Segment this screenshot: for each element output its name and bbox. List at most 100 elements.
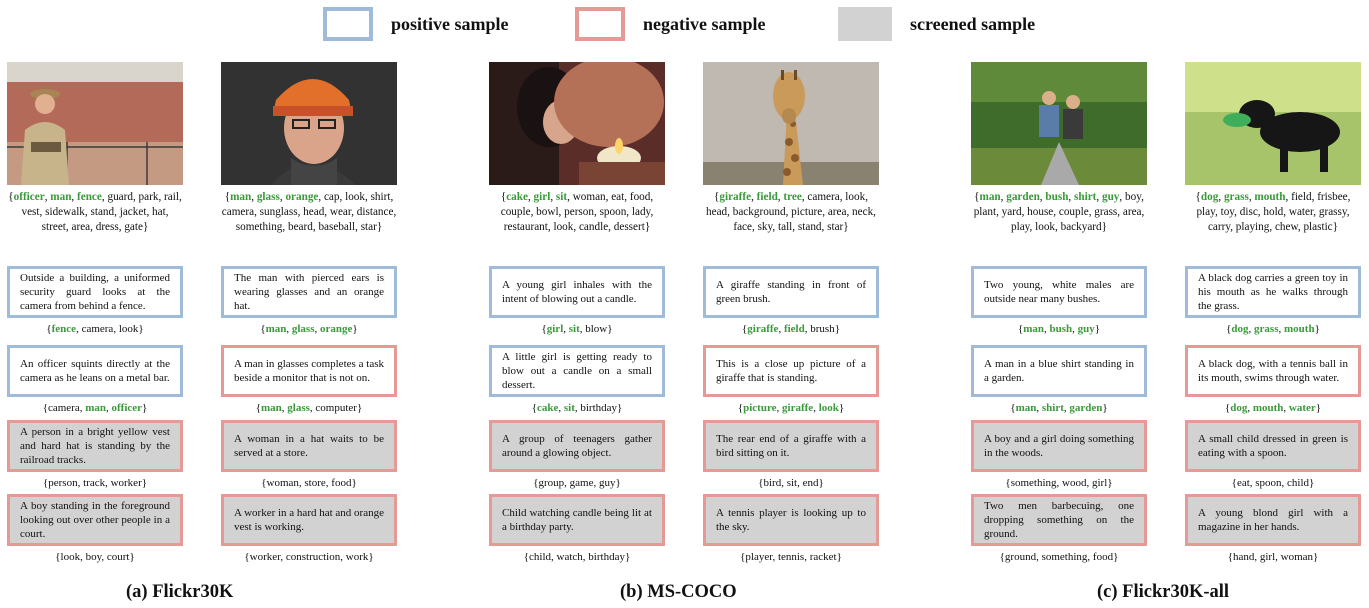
keyword: shirt: [370, 191, 391, 203]
keyword: bowl: [536, 206, 559, 218]
keyword: cake: [536, 402, 559, 414]
keyword: officer: [111, 402, 143, 414]
keyword: camera: [807, 191, 840, 203]
keyword: something: [1041, 551, 1088, 563]
positive-caption: A man in a blue shirt standing in a gard…: [971, 345, 1147, 397]
caption-card: A person in a bright yellow vest and har…: [7, 420, 183, 489]
caption-text: A man in a blue shirt standing in a gard…: [984, 358, 1134, 384]
keyword: look: [845, 191, 866, 203]
keyword: guy: [1101, 191, 1120, 203]
caption-keywords: {man, glass, computer}: [255, 402, 363, 414]
subfigure-label-b: (b) MS-COCO: [620, 582, 737, 602]
keyword: sit: [786, 477, 798, 489]
keyword: woman: [266, 477, 299, 489]
column-4: {giraffe, field, tree, camera, look, hea…: [703, 62, 879, 260]
keyword: look: [553, 221, 574, 233]
caption-text: A woman in a hat waits to be served at a…: [234, 433, 384, 459]
keyword: look: [1035, 221, 1056, 233]
keyword: couple: [1058, 206, 1089, 218]
keyword: cap: [323, 191, 340, 203]
caption-keywords: {ground, something, food}: [999, 551, 1119, 563]
keyword: man: [265, 323, 287, 335]
positive-caption: An officer squints directly at the camer…: [7, 345, 183, 397]
keyword: look: [345, 191, 365, 203]
caption-card: A black dog, with a tennis ball in its m…: [1185, 345, 1361, 414]
caption-text: A young girl inhales with the intent of …: [502, 279, 652, 305]
screened-caption: A tennis player is looking up to the sky…: [703, 494, 879, 546]
caption-text: A little girl is getting ready to blow o…: [502, 351, 652, 391]
keyword: picture: [743, 402, 777, 414]
caption-text: This is a close up picture of a giraffe …: [716, 358, 866, 384]
caption-text: A boy standing in the foreground looking…: [20, 500, 170, 540]
keyword: sit: [563, 402, 575, 414]
caption-text: A black dog carries a green toy in his m…: [1198, 272, 1348, 312]
screened-caption: A woman in a hat waits to be served at a…: [221, 420, 397, 472]
caption-keywords: {hand, girl, woman}: [1227, 551, 1319, 563]
keyword: garden: [1006, 191, 1040, 203]
caption-keywords: {picture, giraffe, look}: [737, 402, 845, 414]
keyword: child: [529, 551, 552, 563]
caption-keywords: {camera, man, officer}: [42, 402, 148, 414]
caption-card: A little girl is getting ready to blow o…: [489, 345, 665, 414]
caption-text: Two young, white males are outside near …: [984, 279, 1134, 305]
keyword: mouth: [1254, 191, 1286, 203]
keyword: ground: [1004, 551, 1037, 563]
legend-screened-swatch: [838, 7, 892, 41]
keyword: man: [979, 191, 1001, 203]
caption-text: A man in glasses completes a task beside…: [234, 358, 384, 384]
keyword: man: [50, 191, 72, 203]
keyword: water: [1288, 206, 1314, 218]
keyword: guard: [107, 191, 133, 203]
keyword: spoon: [1255, 477, 1282, 489]
caption-card: An officer squints directly at the camer…: [7, 345, 183, 414]
caption-keywords: {man, glass, orange}: [260, 323, 358, 335]
keyword: restaurant: [503, 221, 548, 233]
caption-keywords: {giraffe, field, brush}: [742, 323, 840, 335]
keyword: person: [564, 206, 594, 218]
keyword: watch: [556, 551, 583, 563]
caption-card: A woman in a hat waits to be served at a…: [221, 420, 397, 489]
keyword: stand: [90, 206, 115, 218]
positive-caption: Outside a building, a uniformed security…: [7, 266, 183, 318]
caption-text: A black dog, with a tennis ball in its m…: [1198, 358, 1348, 384]
photo-giraffe: [703, 62, 879, 185]
keyword: star: [827, 221, 844, 233]
caption-keywords: {group, game, guy}: [533, 477, 621, 489]
negative-caption: A man in glasses completes a task beside…: [221, 345, 397, 397]
legend-negative: negative sample: [575, 4, 765, 44]
positive-caption: A young girl inhales with the intent of …: [489, 266, 665, 318]
caption-keywords: {girl, sit, blow}: [541, 323, 613, 335]
caption-card: A group of teenagers gather around a glo…: [489, 420, 665, 489]
keyword: group: [538, 477, 565, 489]
screened-caption: Two men barbecuing, one dropping somethi…: [971, 494, 1147, 546]
keyword: officer: [13, 191, 45, 203]
keyword: wood: [1062, 477, 1087, 489]
caption-keywords: {man, bush, guy}: [1017, 323, 1101, 335]
keyword: boy: [1125, 191, 1142, 203]
keyword: garden: [1069, 402, 1103, 414]
keyword: tall: [778, 221, 793, 233]
keyword: food: [1092, 551, 1114, 563]
keyword: food: [629, 191, 651, 203]
keyword-list: {cake, girl, sit, woman, eat, food, coup…: [500, 191, 654, 233]
keyword: birthday: [580, 402, 618, 414]
caption-keywords: {player, tennis, racket}: [740, 551, 842, 563]
caption-text: A small child dressed in green is eating…: [1198, 433, 1348, 459]
keyword: something: [235, 221, 283, 233]
keyword: plastic: [1303, 221, 1333, 233]
keyword: man: [1015, 402, 1037, 414]
subfigure-label-a: (a) Flickr30K: [126, 582, 234, 602]
keyword: couple: [500, 206, 531, 218]
caption-card: A boy standing in the foreground looking…: [7, 494, 183, 563]
keyword: frisbee: [1317, 191, 1348, 203]
keyword: shirt: [1041, 402, 1064, 414]
keyword: woman: [1280, 551, 1314, 563]
photo-girl-candle: [489, 62, 665, 185]
keyword: boy: [85, 551, 102, 563]
keyword: mouth: [1284, 323, 1315, 335]
keyword: child: [1287, 477, 1310, 489]
caption-card: Child watching candle being lit at a bir…: [489, 494, 665, 563]
keyword: beard: [287, 221, 313, 233]
caption-text: Child watching candle being lit at a bir…: [502, 507, 652, 533]
keyword: disc: [1239, 206, 1258, 218]
